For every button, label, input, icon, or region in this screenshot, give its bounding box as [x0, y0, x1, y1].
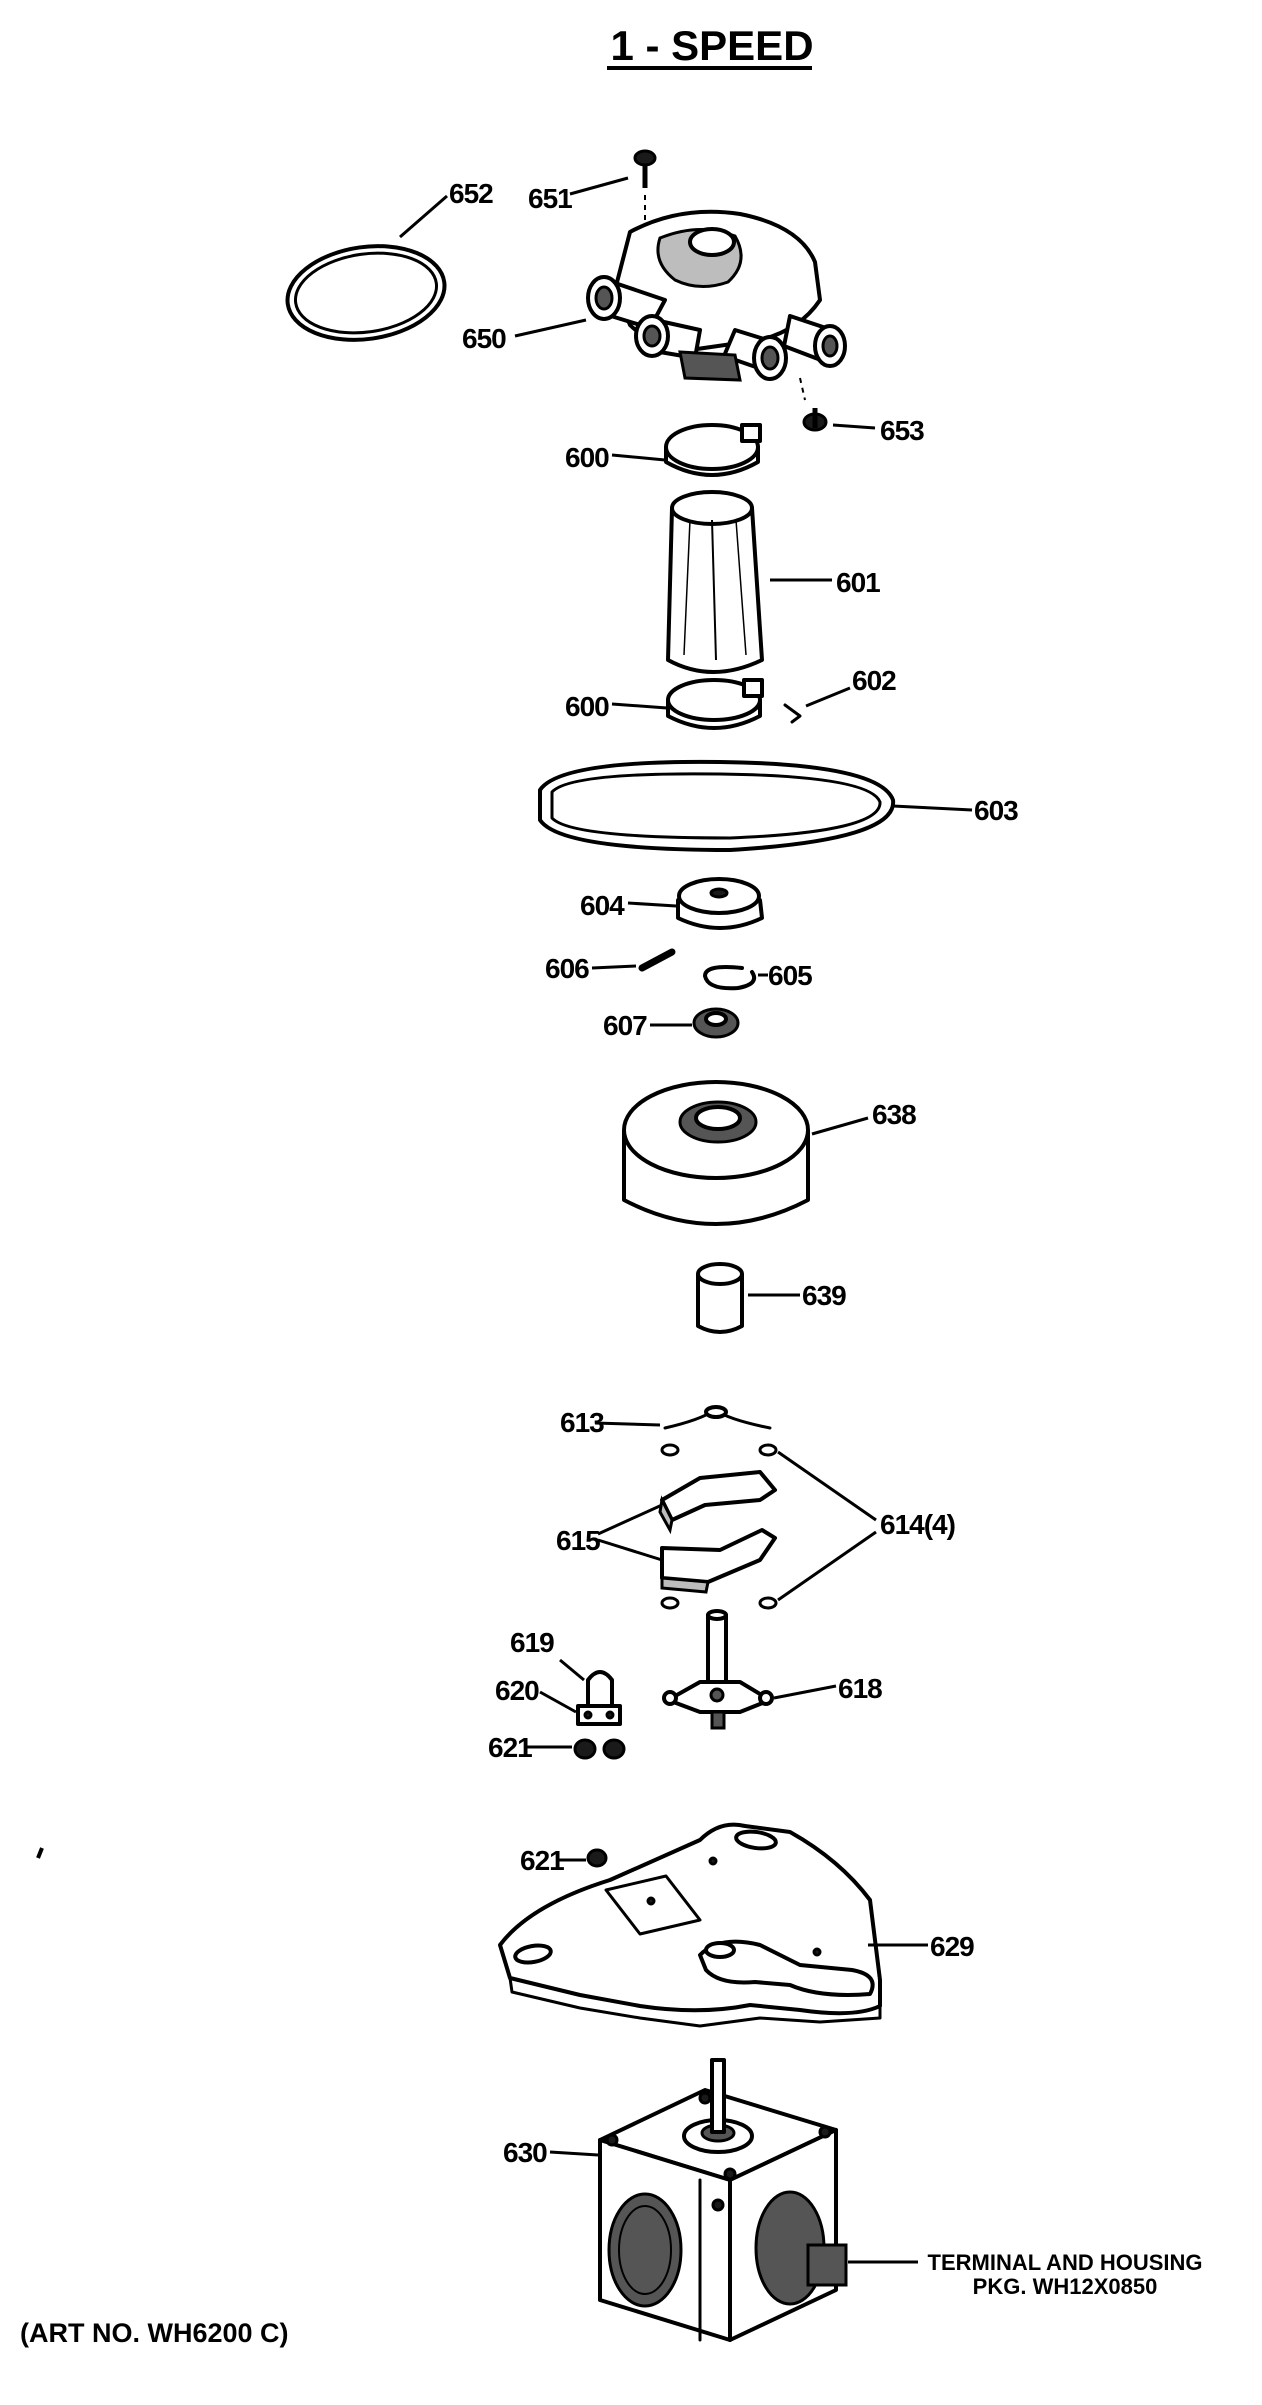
part-650-pump	[586, 209, 847, 401]
leader-604	[627, 901, 677, 908]
stray-mark	[36, 1847, 44, 1859]
part-604-hub	[676, 877, 764, 930]
callout-651: 651	[528, 183, 572, 214]
part-615-brake-shoes	[658, 1470, 777, 1594]
callout-613: 613	[560, 1407, 604, 1438]
part-652-ring	[285, 244, 447, 342]
leader-613	[594, 1421, 661, 1427]
leader-651	[569, 176, 629, 196]
leader-618	[773, 1684, 837, 1700]
callout-600-lower: 600	[565, 691, 609, 722]
callout-605: 605	[768, 960, 812, 991]
part-619-u-bolt	[586, 1670, 614, 1710]
terminal-housing-label-line1: TERMINAL AND HOUSING	[928, 2250, 1203, 2275]
leader-630	[549, 2150, 599, 2157]
part-639-bushing	[696, 1262, 744, 1334]
part-651-screw	[633, 149, 657, 225]
callout-601: 601	[836, 567, 880, 598]
part-621-nuts	[573, 1738, 626, 1760]
part-621-nut-single	[586, 1848, 608, 1868]
callout-614: 614(4)	[880, 1509, 955, 1540]
leader-650	[514, 318, 587, 338]
part-630-motor	[598, 2058, 848, 2342]
callout-639: 639	[802, 1280, 846, 1311]
terminal-housing-label-line2: PKG. WH12X0850	[973, 2274, 1158, 2299]
leader-615-upper	[597, 1503, 663, 1536]
part-629-mounting-plate	[498, 1822, 882, 2028]
part-606-pin	[638, 948, 676, 972]
part-620-plate	[576, 1704, 622, 1726]
callout-620: 620	[495, 1675, 539, 1706]
callout-650: 650	[462, 323, 506, 354]
part-618-shaft-assembly	[662, 1609, 774, 1730]
leader-652	[399, 194, 448, 239]
leader-653	[832, 423, 876, 430]
callout-630: 630	[503, 2137, 547, 2168]
leader-614-upper	[777, 1450, 877, 1522]
callout-618: 618	[838, 1673, 882, 1704]
part-605-retaining-ring	[703, 965, 757, 991]
leader-600-upper	[611, 453, 666, 462]
callout-602: 602	[852, 665, 896, 696]
leader-615-lower	[597, 1538, 663, 1562]
callout-621-pair: 621	[488, 1732, 532, 1763]
part-613-spring-clip	[663, 1405, 772, 1430]
callout-606: 606	[545, 953, 589, 984]
callout-607: 607	[603, 1010, 647, 1041]
callout-653: 653	[880, 415, 924, 446]
part-607-bearing	[692, 1007, 740, 1039]
part-638-pulley	[622, 1080, 810, 1226]
leader-619	[559, 1658, 585, 1682]
diagram-title: 1 - SPEED	[607, 22, 814, 70]
part-603-belt	[538, 759, 896, 852]
leader-638	[811, 1116, 869, 1136]
part-600-clamp-lower	[666, 678, 764, 730]
callout-621-single: 621	[520, 1845, 564, 1876]
callout-619: 619	[510, 1627, 554, 1658]
leader-606	[591, 964, 637, 970]
part-601-hose	[666, 490, 764, 674]
part-600-clamp-upper	[664, 423, 762, 477]
leader-602	[805, 686, 851, 708]
leader-614-lower	[777, 1530, 877, 1602]
part-602-clip	[783, 703, 802, 724]
leader-603	[892, 804, 973, 812]
callout-652: 652	[449, 178, 493, 209]
callout-604: 604	[580, 890, 625, 921]
callout-600-upper: 600	[565, 442, 609, 473]
callout-615: 615	[556, 1525, 600, 1556]
callout-629: 629	[930, 1931, 974, 1962]
diagram-title-text: 1 - SPEED	[610, 22, 813, 69]
part-614-washers	[660, 1443, 778, 1610]
leader-600-lower	[611, 702, 668, 710]
leader-620	[539, 1690, 577, 1714]
art-number: (ART NO. WH6200 C)	[20, 2318, 289, 2348]
part-653-screw	[802, 408, 828, 432]
callout-638: 638	[872, 1099, 916, 1130]
callout-603: 603	[974, 795, 1018, 826]
